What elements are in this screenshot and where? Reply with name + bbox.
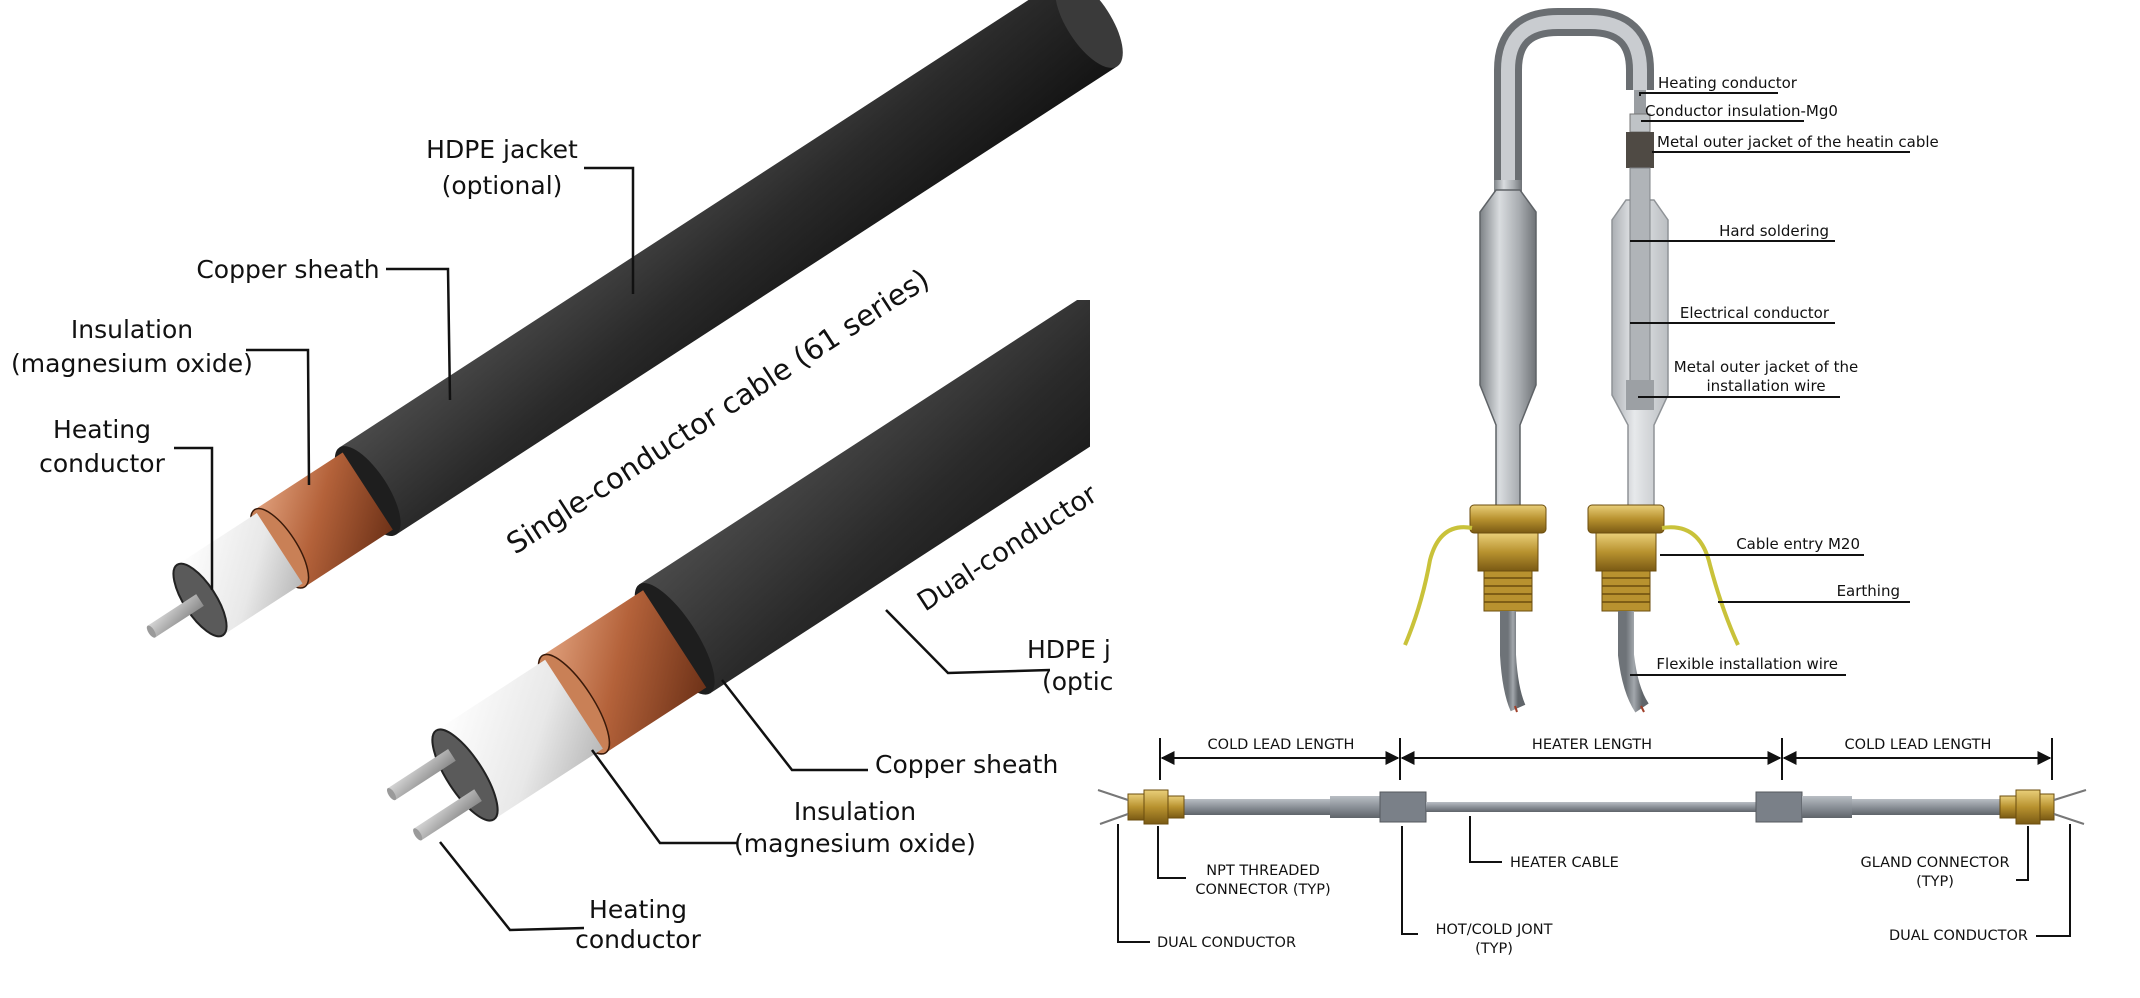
label-cold-lead-right: COLD LEAD LENGTH [1845, 737, 1992, 753]
label-heating-conductor: Heating conductor [1658, 74, 1798, 92]
single-jacket-end [1055, 0, 1123, 68]
right-flexible-installation-wire [1618, 611, 1649, 713]
dual-hdpe-label-2: (optic [1042, 667, 1113, 696]
hot-cold-joint-left [1379, 791, 1427, 823]
label-electrical-conductor: Electrical conductor [1680, 304, 1830, 322]
left-earthing-wire [1403, 525, 1473, 646]
label-cable-entry: Cable entry M20 [1736, 535, 1860, 553]
right-bottom-labels: COLD LEAD LENGTH HEATER LENGTH COLD LEAD… [1157, 737, 2028, 957]
dual-conductor-ends [1097, 789, 2087, 825]
label-npt-connector-1: NPT THREADED [1206, 863, 1319, 879]
left-leader-lines [174, 166, 1051, 932]
label-npt-connector-2: CONNECTOR (TYP) [1195, 882, 1330, 898]
right-earthing-wire [1661, 525, 1740, 646]
single-heating-label-1: Heating [53, 415, 151, 444]
dual-heating-conductor-a [387, 749, 456, 800]
dual-copper-label: Copper sheath [875, 750, 1058, 779]
left-flexible-installation-wire [1500, 611, 1526, 712]
label-metal-outer-jacket-installation-1: Metal outer jacket of the [1674, 358, 1858, 376]
dual-hdpe-jacket [639, 300, 1090, 694]
u-bend-tube [1494, 8, 1654, 180]
single-heating-label-2: conductor [39, 449, 165, 478]
label-gland-connector-2: (TYP) [1916, 874, 1954, 890]
electrical-conductor-core [1629, 167, 1651, 401]
right-top-labels: Heating conductor Conductor insulation-M… [1645, 74, 1939, 673]
label-dual-conductor-right: DUAL CONDUCTOR [1889, 928, 2028, 944]
heater-cable-section [1426, 802, 1756, 812]
dual-conductor-cable [386, 300, 1090, 841]
heating-conductor-end [1634, 90, 1646, 114]
right-bottom-leader-lines [1117, 816, 2071, 943]
single-hdpe-label-1: HDPE jacket [426, 135, 578, 164]
single-hdpe-label-2: (optional) [442, 171, 563, 200]
label-conductor-insulation: Conductor insulation-Mg0 [1645, 102, 1838, 120]
npt-threaded-connector [1127, 789, 1185, 825]
single-copper-label: Copper sheath [196, 255, 379, 284]
label-earthing: Earthing [1837, 582, 1900, 600]
dual-heating-conductor-b [413, 789, 482, 841]
dual-insulation-label-2: (magnesium oxide) [734, 829, 976, 858]
right-cable-entry-gland [1587, 504, 1665, 612]
label-heater-length: HEATER LENGTH [1532, 737, 1652, 753]
heater-cable-layout [1097, 738, 2087, 943]
hot-cold-joint-right [1755, 791, 1803, 823]
single-insulation-label-2: (magnesium oxide) [11, 349, 253, 378]
left-cable-entry-gland [1469, 504, 1547, 612]
label-hot-cold-joint-2: (TYP) [1475, 941, 1513, 957]
label-flexible-installation-wire: Flexible installation wire [1656, 655, 1838, 673]
metal-outer-jacket-heating [1626, 132, 1654, 168]
label-dual-conductor-left: DUAL CONDUCTOR [1157, 935, 1296, 951]
dual-heating-label-1: Heating [589, 895, 687, 924]
single-hdpe-jacket [339, 0, 1118, 535]
left-connection-sleeve [1479, 189, 1537, 516]
dual-heating-label-2: conductor [575, 925, 701, 954]
label-cold-lead-left: COLD LEAD LENGTH [1208, 737, 1355, 753]
left-labels: HDPE jacket (optional) Copper sheath Ins… [11, 135, 1113, 954]
label-gland-connector-1: GLAND CONNECTOR [1860, 855, 2009, 871]
label-hot-cold-joint-1: HOT/COLD JONT [1436, 922, 1553, 938]
cold-lead-left-cable [1170, 799, 1330, 815]
single-conductor-cable [146, 0, 1123, 638]
single-insulation-label-1: Insulation [71, 315, 193, 344]
single-heating-conductor [147, 594, 204, 638]
label-hard-soldering: Hard soldering [1719, 222, 1829, 240]
gland-connector [1999, 789, 2055, 825]
label-metal-outer-jacket-heating: Metal outer jacket of the heatin cable [1657, 133, 1939, 151]
right-top-leader-lines [1630, 92, 1910, 676]
cold-lead-right-cable [1852, 799, 2002, 815]
label-metal-outer-jacket-installation-2: installation wire [1706, 377, 1825, 395]
heating-cable-assembly [1403, 8, 1740, 713]
dual-insulation-label-1: Insulation [794, 797, 916, 826]
label-heater-cable: HEATER CABLE [1510, 855, 1619, 871]
dual-hdpe-label-1: HDPE j [1027, 635, 1111, 664]
